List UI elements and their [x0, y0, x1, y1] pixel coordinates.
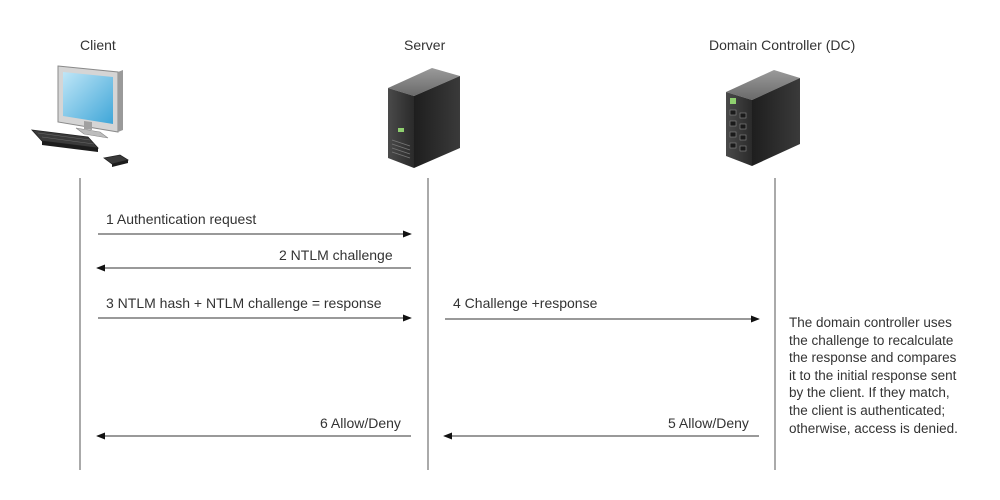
server-label: Server: [404, 37, 446, 53]
message-1-label: 1 Authentication request: [106, 211, 257, 227]
note-line: by the client. If they match,: [789, 385, 950, 401]
note-line: The domain controller uses: [789, 315, 952, 330]
server-tower-icon: [388, 68, 460, 168]
message-6-label: 6 Allow/Deny: [320, 415, 401, 431]
message-3-label: 3 NTLM hash + NTLM challenge = response: [106, 295, 382, 311]
note-line: the challenge to recalculate: [789, 332, 954, 348]
note-line: it to the initial response sent: [789, 367, 957, 383]
desktop-computer-icon: [30, 65, 130, 167]
message-4-label: 4 Challenge +response: [453, 295, 598, 311]
note-line: the client is authenticated;: [789, 402, 946, 418]
client-label: Client: [80, 37, 116, 53]
dc-label: Domain Controller (DC): [709, 37, 856, 53]
dc-explanation-note: The domain controller uses the challenge…: [789, 314, 979, 437]
note-line: the response and compares: [789, 350, 957, 366]
note-line: otherwise, access is denied.: [789, 420, 958, 436]
domain-controller-icon: [726, 70, 800, 166]
message-2-label: 2 NTLM challenge: [279, 247, 393, 263]
message-5-label: 5 Allow/Deny: [668, 415, 749, 431]
